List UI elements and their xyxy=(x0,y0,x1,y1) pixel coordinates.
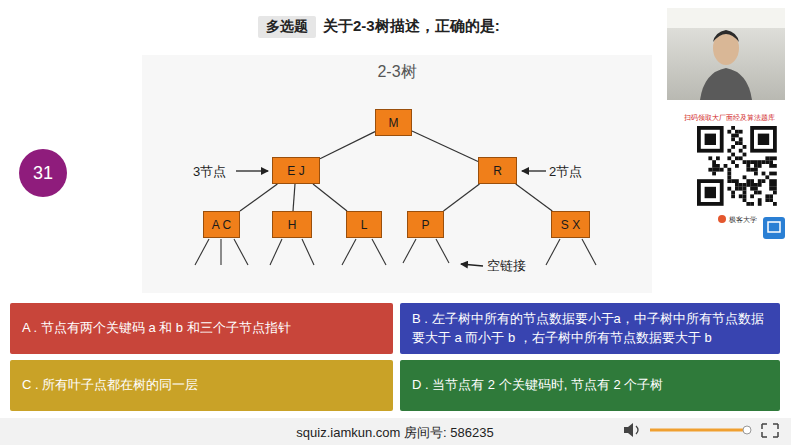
tree-link xyxy=(293,184,295,211)
node-label: S X xyxy=(561,218,580,232)
tree-link xyxy=(444,184,480,211)
node-label: A C xyxy=(212,218,231,232)
answer-option: D . 当节点有 2 个关键码时, 节点有 2 个子树 xyxy=(400,360,780,411)
node-label: P xyxy=(421,218,429,232)
tree-node: H xyxy=(272,211,312,238)
side-button xyxy=(763,217,785,239)
node-label: M xyxy=(389,116,399,130)
qr-panel xyxy=(680,100,785,238)
node-label: 多选题 xyxy=(266,18,308,36)
node-label: B . 左子树中所有的节点数据要小于a，中子树中所有节点数据要大于 a 而小于 … xyxy=(412,310,768,348)
diagram-panel-ground xyxy=(142,55,652,293)
tree-link xyxy=(313,184,347,211)
webcam-image xyxy=(667,8,785,100)
qr-code xyxy=(697,126,777,206)
node-label: 31 xyxy=(33,163,53,184)
node-type-label: 2节点 xyxy=(549,163,582,181)
answer-option: A . 节点有两个关键码 a 和 b 和三个子节点指针 xyxy=(10,303,393,354)
null-link-label: 空链接 xyxy=(487,257,526,275)
brand-name: 极客大学 xyxy=(729,215,757,225)
node-type-label: 3节点 xyxy=(193,163,226,181)
side-button-icon xyxy=(768,222,780,232)
tree-link xyxy=(516,184,553,211)
tree-node: S X xyxy=(551,211,590,238)
node-label: E J xyxy=(287,164,304,178)
node-label: D . 当节点有 2 个关键码时, 节点有 2 个子树 xyxy=(412,376,663,395)
tree-node: L xyxy=(346,211,382,238)
panel-heading: 2-3树 xyxy=(142,62,652,83)
leader-arrows xyxy=(236,171,546,266)
volume-control xyxy=(624,423,778,437)
qr-caption: 扫码领取大厂面经及算法题库 xyxy=(684,113,775,123)
bottom-bar xyxy=(0,418,791,445)
node-label: A . 节点有两个关键码 a 和 b 和三个子节点指针 xyxy=(22,319,291,338)
question-number: 31 xyxy=(19,149,67,197)
node-label: L xyxy=(361,218,368,232)
tree-link xyxy=(320,132,375,159)
question-title: 关于2-3树描述，正确的是: xyxy=(323,17,500,36)
tree-link xyxy=(240,184,277,211)
tree-node: A C xyxy=(203,211,240,238)
null-links xyxy=(195,239,596,265)
tree-node: R xyxy=(478,157,517,184)
tree-node: P xyxy=(407,211,444,238)
question-type-tag: 多选题 xyxy=(258,16,316,38)
logo-mark xyxy=(718,215,726,223)
room-info: squiz.iamkun.com 房间号: 586235 xyxy=(296,424,493,442)
node-label: R xyxy=(493,164,502,178)
answer-option: C . 所有叶子点都在树的同一层 xyxy=(10,360,393,411)
node-label: H xyxy=(288,218,297,232)
tree-node: E J xyxy=(272,157,320,184)
answer-option: B . 左子树中所有的节点数据要小于a，中子树中所有节点数据要大于 a 而小于 … xyxy=(400,303,780,354)
node-label: C . 所有叶子点都在树的同一层 xyxy=(22,376,198,395)
tree-node: M xyxy=(375,109,412,136)
tree-link xyxy=(412,131,478,161)
